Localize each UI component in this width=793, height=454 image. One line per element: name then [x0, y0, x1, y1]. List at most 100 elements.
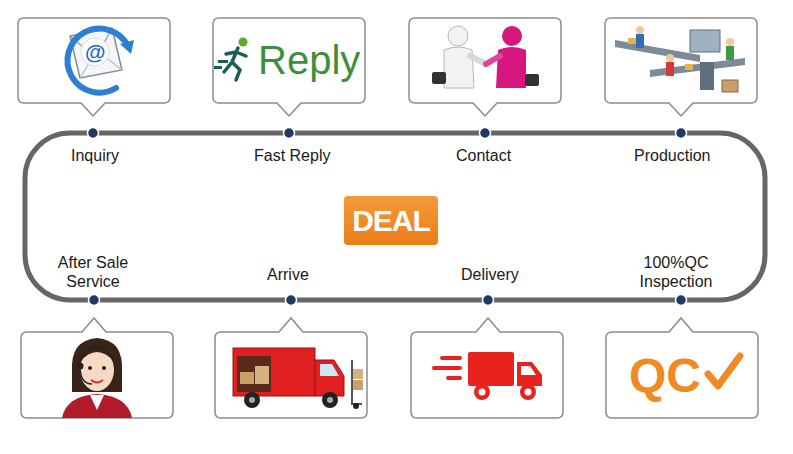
- handshake-figures: [448, 26, 468, 46]
- stage-label: After Sale Service: [43, 253, 143, 291]
- production-line: [690, 30, 720, 52]
- fast-truck-icon: [520, 384, 536, 400]
- handshake-figures: [502, 26, 522, 46]
- callout-frame: [605, 18, 757, 116]
- badge-text: DEAL: [352, 204, 430, 238]
- loop-dot: [284, 128, 295, 139]
- reply-logo: [218, 60, 228, 63]
- service-agent: [102, 366, 106, 370]
- production-line: [615, 40, 700, 62]
- delivery-van: [353, 380, 363, 390]
- loop-dot: [88, 128, 687, 306]
- loop-dot: [483, 295, 494, 306]
- callout-frame: [606, 318, 758, 418]
- stage-label: Delivery: [461, 265, 519, 284]
- deal-badge: DEAL: [344, 196, 438, 245]
- email-at-sign: @: [85, 40, 105, 64]
- production-line: [615, 26, 745, 92]
- email-icon: [81, 38, 109, 66]
- delivery-van: [249, 397, 255, 403]
- fast-truck-icon: [446, 376, 462, 380]
- qc-check: [708, 356, 740, 386]
- production-line: [636, 34, 644, 48]
- loop-dot: [480, 128, 491, 139]
- fast-truck-icon: [525, 389, 532, 396]
- service-agent: [72, 338, 122, 392]
- reply-logo: [239, 38, 248, 47]
- stage-label: Inquiry: [71, 146, 119, 165]
- service-agent: [88, 366, 92, 370]
- service-agent: [90, 395, 104, 410]
- callout-frame: [215, 318, 367, 418]
- service-agent: [80, 347, 114, 360]
- production-line: [700, 62, 714, 90]
- loop-dot: [89, 295, 100, 306]
- callout-frame: [18, 18, 170, 116]
- fast-truck-icon: [440, 356, 462, 360]
- stage-label: 100%QC Inspection: [626, 253, 726, 291]
- delivery-van: [353, 403, 359, 409]
- reply-logo: [224, 48, 246, 80]
- stage-label: Arrive: [267, 265, 309, 284]
- service-agent: [77, 363, 84, 370]
- handshake-figures: [432, 72, 446, 84]
- process-loop: [25, 133, 765, 300]
- handshake-figures: [432, 26, 539, 88]
- delivery-van: [255, 366, 269, 384]
- process-loop: [25, 133, 765, 300]
- fast-truck-icon: [517, 362, 542, 386]
- delivery-van: [327, 397, 333, 403]
- fast-truck-icon: [474, 384, 490, 400]
- stage-label: Production: [634, 146, 711, 165]
- production-line: [666, 54, 674, 62]
- stage-label: Fast Reply: [254, 146, 330, 165]
- production-line: [726, 38, 734, 46]
- email-icon: [68, 28, 134, 93]
- service-agent: [62, 338, 132, 418]
- service-agent: [62, 394, 132, 418]
- callout-frame: [213, 18, 365, 116]
- delivery-van: [315, 360, 344, 396]
- qc-check: [708, 356, 740, 386]
- handshake-figures: [525, 74, 539, 86]
- production-line: [628, 38, 636, 44]
- delivery-van: [233, 348, 315, 396]
- fast-truck-icon: [432, 366, 462, 370]
- production-line: [685, 64, 693, 70]
- delivery-van: [353, 369, 363, 379]
- handshake-figures: [486, 56, 500, 64]
- production-line: [666, 62, 674, 76]
- reply-logo-text: Reply: [258, 38, 360, 82]
- loop-dot: [286, 295, 297, 306]
- stage-label: Contact: [456, 146, 511, 165]
- delivery-van: [240, 372, 254, 384]
- delivery-van: [320, 364, 339, 376]
- reply-logo: [214, 66, 222, 69]
- delivery-van: [237, 356, 271, 392]
- fast-truck-icon: [479, 389, 486, 396]
- callout-frame: [411, 318, 563, 418]
- loop-dot: [676, 128, 687, 139]
- email-icon: [120, 40, 134, 54]
- fast-truck-icon: [432, 352, 542, 400]
- fast-truck-icon: [521, 366, 536, 375]
- service-agent: [80, 346, 114, 362]
- delivery-van: [244, 392, 260, 408]
- callout-frame: [21, 318, 173, 418]
- production-line: [650, 58, 745, 77]
- production-line: [636, 26, 644, 34]
- qc-logo-text: QC: [629, 350, 701, 402]
- delivery-van: [322, 392, 338, 408]
- production-line: [722, 80, 738, 92]
- delivery-van: [233, 348, 363, 409]
- reply-logo: [214, 38, 248, 81]
- production-line: [726, 46, 734, 60]
- loop-dot: [676, 295, 687, 306]
- service-agent: [91, 380, 103, 383]
- email-icon: [68, 29, 128, 93]
- loop-dot: [88, 128, 99, 139]
- fast-truck-icon: [468, 352, 514, 386]
- callout-frame: [409, 18, 561, 116]
- delivery-van: [352, 360, 362, 404]
